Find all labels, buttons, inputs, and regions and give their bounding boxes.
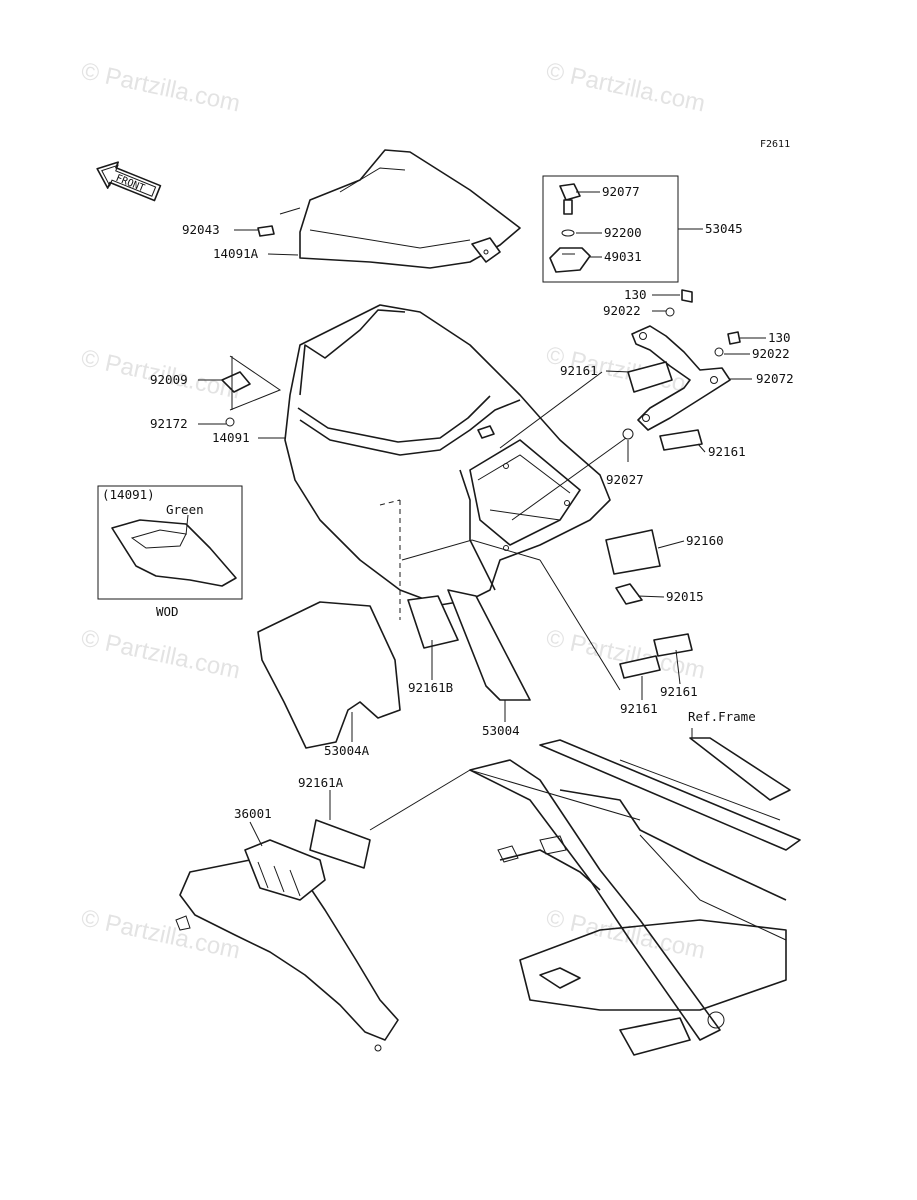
callout-14091: 14091 xyxy=(212,430,250,445)
callout-92027: 92027 xyxy=(606,472,644,487)
callout-92043: 92043 xyxy=(182,222,220,237)
watermark: © Partzilla.com xyxy=(79,624,243,684)
callout-92161B: 92161B xyxy=(408,680,453,695)
callout-36001: 36001 xyxy=(234,806,272,821)
clip-92009 xyxy=(221,371,251,427)
callout-130: 130 xyxy=(624,287,647,302)
callout-labels: 92043 14091A 92077 92200 49031 53045 130… xyxy=(150,184,794,821)
callout-53004: 53004 xyxy=(482,723,520,738)
callout-92072: 92072 xyxy=(756,371,794,386)
callout-92161: 92161 xyxy=(660,684,698,699)
callout-92160: 92160 xyxy=(686,533,724,548)
callout-92009: 92009 xyxy=(150,372,188,387)
watermark: © Partzilla.com xyxy=(544,57,708,117)
fastener-kit-53045 xyxy=(542,175,679,283)
color-variant-inset: (14091) Green WOD xyxy=(97,485,243,619)
stickers-group xyxy=(257,361,703,869)
callout-92161: 92161 xyxy=(620,701,658,716)
callout-92161A: 92161A xyxy=(298,775,344,790)
callout-92015: 92015 xyxy=(666,589,704,604)
callout-92077: 92077 xyxy=(602,184,640,199)
callout-130: 130 xyxy=(768,330,791,345)
callout-53004A: 53004A xyxy=(324,743,370,758)
main-cowl-14091 xyxy=(284,304,611,606)
callout-92022: 92022 xyxy=(752,346,790,361)
front-arrow-icon: FRONT xyxy=(96,161,162,202)
callout-14091A: 14091A xyxy=(213,246,259,261)
callout-53045: 53045 xyxy=(705,221,743,236)
inset-color-label: Green xyxy=(166,502,204,517)
callout-92172: 92172 xyxy=(150,416,188,431)
callout-92161: 92161 xyxy=(560,363,598,378)
leader-lines xyxy=(198,191,766,847)
callout-49031: 49031 xyxy=(604,249,642,264)
upper-cowl-14091A xyxy=(257,149,521,269)
callout-92200: 92200 xyxy=(604,225,642,240)
lower-cowl-36001 xyxy=(175,839,399,1052)
callout-92022: 92022 xyxy=(603,303,641,318)
ref-frame-label: Ref.Frame xyxy=(688,709,756,724)
diagram-code: F2611 xyxy=(760,139,790,150)
inset-caption: WOD xyxy=(156,604,179,619)
reference-frame xyxy=(469,737,801,1056)
watermark: © Partzilla.com xyxy=(79,57,243,117)
callout-92161: 92161 xyxy=(708,444,746,459)
inset-part-ref: (14091) xyxy=(102,487,155,502)
